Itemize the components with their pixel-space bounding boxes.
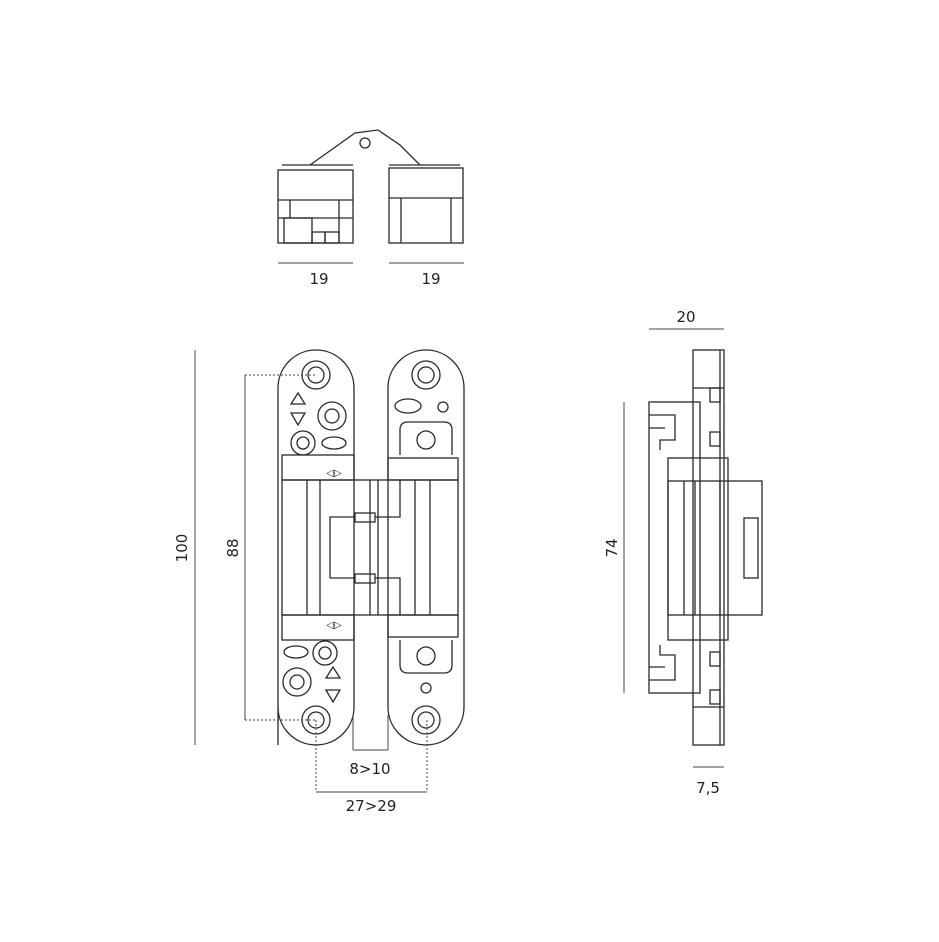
arrow-up-icon <box>289 391 307 405</box>
dim-side-height: 74 <box>603 538 621 557</box>
top-view: 19 19 <box>277 129 464 288</box>
jnf-logo <box>283 645 309 659</box>
svg-text:◁▷: ◁▷ <box>326 468 342 479</box>
dim-total-height: 100 <box>173 534 191 563</box>
arrow-down-icon <box>324 689 342 704</box>
dim-hole-spacing: 88 <box>224 538 242 557</box>
adjust-screw <box>290 430 316 456</box>
side-view: 20 74 7,5 <box>603 308 763 797</box>
svg-text:◁▷: ◁▷ <box>326 620 342 631</box>
jnf-logo <box>394 398 422 414</box>
adjust-screw <box>317 401 347 431</box>
dim-side-width: 20 <box>676 308 695 326</box>
arrow-up-icon <box>324 665 342 679</box>
dim-side-depth: 7,5 <box>696 779 720 797</box>
dim-gap: 8>10 <box>349 760 390 778</box>
right-leaf <box>387 349 465 746</box>
dim-hole-distance: 27>29 <box>346 797 397 815</box>
jnf-logo <box>321 436 347 450</box>
arrow-down-icon <box>289 412 307 427</box>
adjust-icon <box>437 401 449 413</box>
adjust-icon <box>420 682 432 694</box>
front-view: ◁▷ ◁▷ 100 88 8>10 27>29 <box>173 349 465 815</box>
left-leaf <box>277 349 355 746</box>
dim-top-right-width: 19 <box>421 270 440 288</box>
dim-top-left-width: 19 <box>309 270 328 288</box>
